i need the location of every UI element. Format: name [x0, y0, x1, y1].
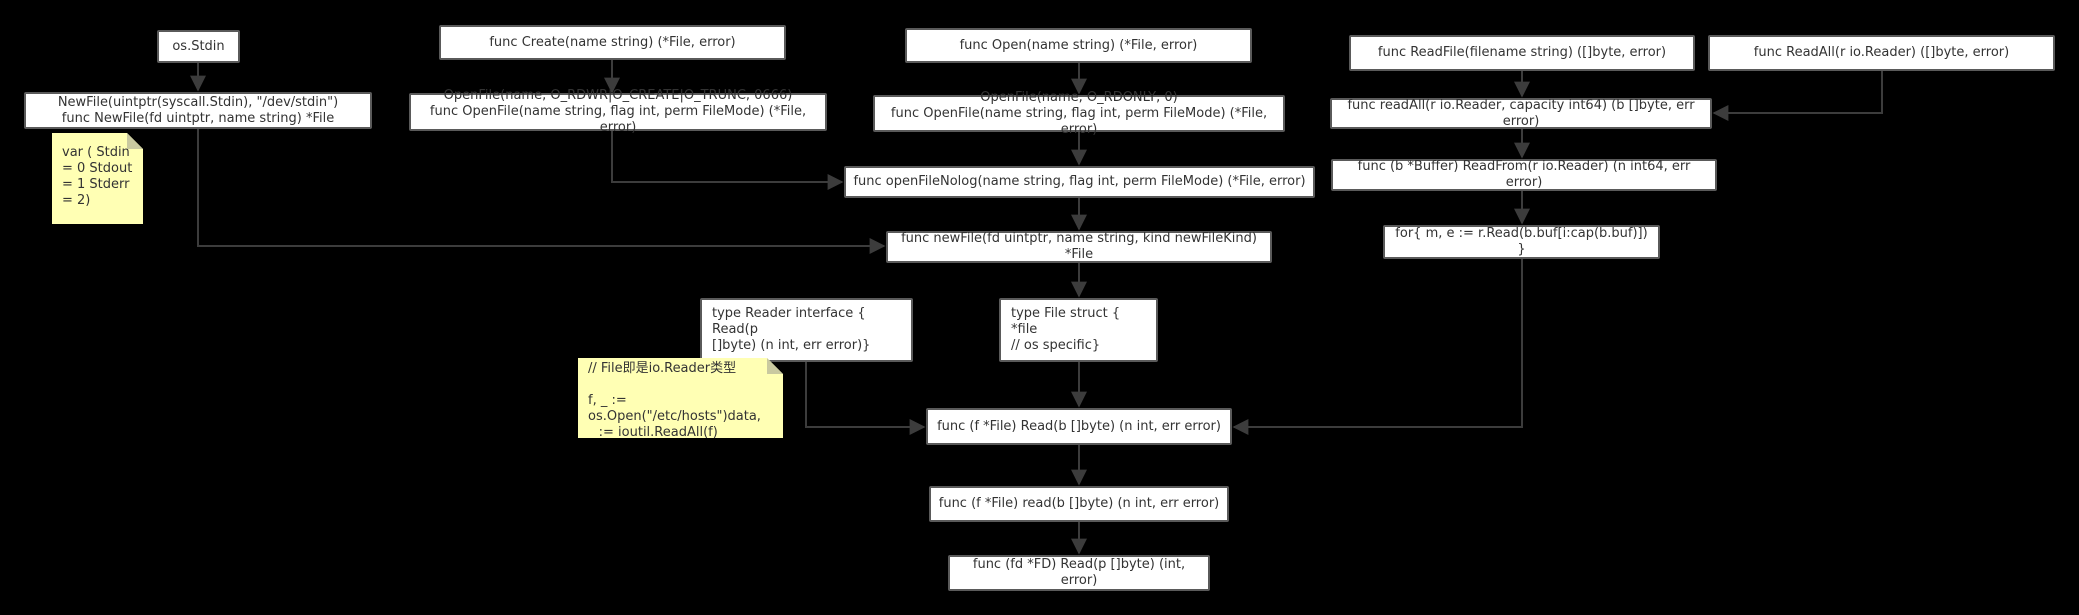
node-buffer-read-from[interactable]: func (b *Buffer) ReadFrom(r io.Reader) (…	[1331, 159, 1717, 191]
node-file-read-lower[interactable]: func (f *File) read(b []byte) (n int, er…	[929, 486, 1229, 522]
node-openfile-create-label: OpenFile(name, O_RDWR|O_CREATE|O_TRUNC, …	[429, 88, 807, 135]
node-read-all-public[interactable]: func ReadAll(r io.Reader) ([]byte, error…	[1708, 35, 2055, 71]
note-file-reader: // File即是io.Reader类型 f, _ := os.Open("/e…	[578, 358, 783, 438]
node-os-stdin[interactable]: os.Stdin	[157, 30, 240, 63]
node-read-all-private[interactable]: func readAll(r io.Reader, capacity int64…	[1330, 98, 1712, 129]
node-open-file-nolog-label: func openFileNolog(name string, flag int…	[853, 174, 1306, 189]
note-stdin-var: var ( Stdin = 0 Stdout = 1 Stderr = 2)	[52, 133, 143, 224]
node-new-file[interactable]: func newFile(fd uintptr, name string, ki…	[886, 231, 1272, 263]
node-file-read[interactable]: func (f *File) Read(b []byte) (n int, er…	[926, 408, 1232, 445]
node-new-file-label: func newFile(fd uintptr, name string, ki…	[901, 231, 1257, 262]
node-read-all-private-label: func readAll(r io.Reader, capacity int64…	[1347, 97, 1695, 129]
node-open-file-nolog[interactable]: func openFileNolog(name string, flag int…	[844, 166, 1315, 198]
edge-newfile-to-newfile-internal	[197, 127, 886, 254]
node-file-read-label: func (f *File) Read(b []byte) (n int, er…	[937, 418, 1221, 434]
node-openfile-open[interactable]: OpenFile(name, O_RDONLY, 0) func OpenFil…	[873, 90, 1285, 137]
node-func-open[interactable]: func Open(name string) (*File, error)	[905, 28, 1252, 63]
node-newfile-stdin[interactable]: NewFile(uintptr(syscall.Stdin), "/dev/st…	[24, 92, 372, 129]
node-func-create-label: func Create(name string) (*File, error)	[489, 34, 736, 50]
node-func-create[interactable]: func Create(name string) (*File, error)	[439, 25, 786, 60]
node-file-struct[interactable]: type File struct { *file // os specific}	[999, 298, 1158, 362]
node-fd-read[interactable]: func (fd *FD) Read(p []byte) (int, error…	[948, 555, 1210, 591]
node-func-open-label: func Open(name string) (*File, error)	[959, 37, 1198, 53]
node-fd-read-label: func (fd *FD) Read(p []byte) (int, error…	[972, 557, 1186, 588]
edge-readall-public-to-private	[1712, 70, 1883, 121]
node-newfile-stdin-label: NewFile(uintptr(syscall.Stdin), "/dev/st…	[57, 94, 339, 126]
node-read-file[interactable]: func ReadFile(filename string) ([]byte, …	[1349, 35, 1695, 71]
node-file-read-lower-label: func (f *File) read(b []byte) (n int, er…	[938, 496, 1220, 511]
node-reader-interface-label: type Reader interface { Read(p []byte) (…	[712, 306, 871, 353]
node-read-file-label: func ReadFile(filename string) ([]byte, …	[1377, 45, 1667, 60]
edge-loop-to-read	[1232, 258, 1523, 435]
node-for-loop-label: for{ m, e := r.Read(b.buf[i:cap(b.buf)])…	[1395, 226, 1648, 257]
node-reader-interface[interactable]: type Reader interface { Read(p []byte) (…	[700, 298, 913, 362]
node-read-all-public-label: func ReadAll(r io.Reader) ([]byte, error…	[1753, 45, 2010, 60]
edge-openfile-create-to-nolog	[611, 130, 844, 190]
node-file-struct-label: type File struct { *file // os specific}	[1011, 306, 1121, 353]
edge-reader-to-read	[805, 361, 926, 435]
node-for-loop[interactable]: for{ m, e := r.Read(b.buf[i:cap(b.buf)])…	[1383, 225, 1660, 259]
node-openfile-open-label: OpenFile(name, O_RDONLY, 0) func OpenFil…	[890, 89, 1268, 137]
node-os-stdin-label: os.Stdin	[172, 38, 225, 54]
node-buffer-read-from-label: func (b *Buffer) ReadFrom(r io.Reader) (…	[1357, 159, 1691, 190]
node-openfile-create[interactable]: OpenFile(name, O_RDWR|O_CREATE|O_TRUNC, …	[409, 88, 827, 135]
